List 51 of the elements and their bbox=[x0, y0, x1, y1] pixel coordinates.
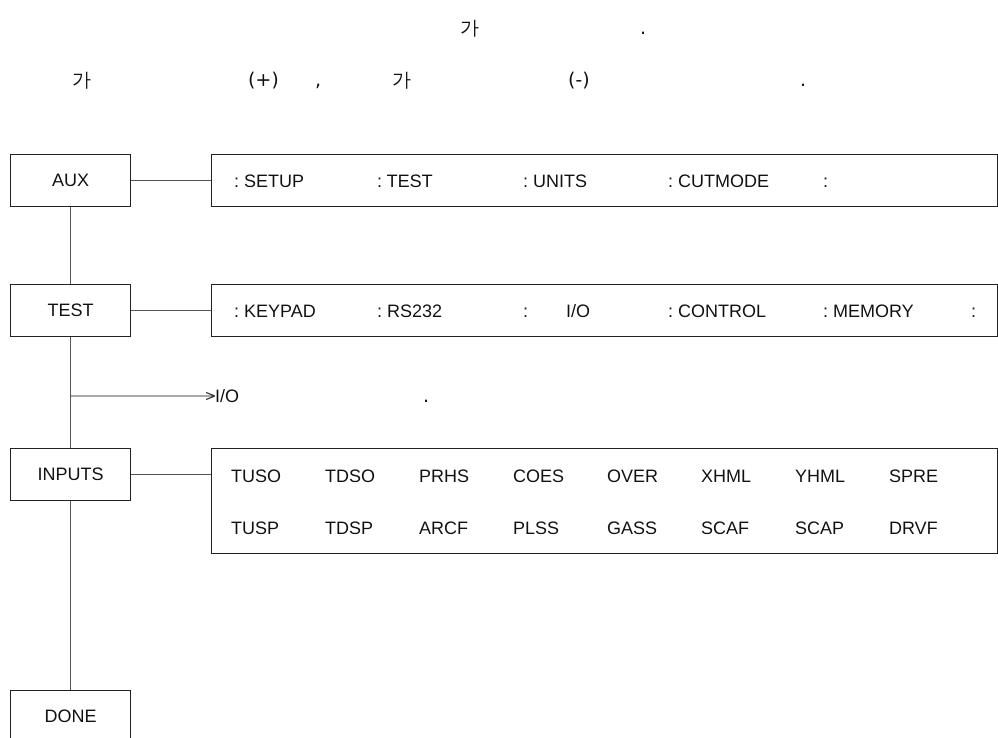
heading-text: . bbox=[800, 69, 806, 91]
key-box: AUX bbox=[10, 154, 131, 207]
menu-item: : MEMORY bbox=[823, 300, 914, 320]
heading-text: . bbox=[423, 385, 430, 407]
signal-name: XHML bbox=[701, 466, 752, 486]
menu-item: : bbox=[823, 170, 828, 190]
signal-name: GASS bbox=[607, 518, 658, 538]
signal-name: PRHS bbox=[419, 466, 470, 486]
connector-line bbox=[70, 500, 71, 690]
note-text: I/O bbox=[215, 384, 265, 408]
menu-item: : TEST bbox=[377, 170, 433, 190]
menu-item: I/O bbox=[566, 300, 590, 320]
heading-text: 가 bbox=[392, 69, 411, 91]
signal-name: PLSS bbox=[513, 518, 560, 538]
connector-line bbox=[70, 336, 71, 448]
signal-name: OVER bbox=[607, 466, 658, 486]
connector-line bbox=[130, 310, 212, 311]
key-box: TEST bbox=[10, 284, 131, 337]
signal-name: SCAP bbox=[795, 518, 844, 538]
signal-name: SPRE bbox=[889, 466, 938, 486]
heading-text: , bbox=[315, 69, 322, 91]
signal-name: TUSO bbox=[231, 466, 282, 486]
signal-name: ARCF bbox=[419, 518, 468, 538]
heading-text: 가 bbox=[72, 69, 91, 91]
menu-item: : SETUP bbox=[234, 170, 304, 190]
menu-item: : bbox=[523, 300, 528, 320]
connector-line bbox=[130, 180, 212, 181]
signal-name: TDSP bbox=[325, 518, 374, 538]
signal-name: COES bbox=[513, 466, 564, 486]
menu-item: : KEYPAD bbox=[234, 300, 316, 320]
heading-text: (-) bbox=[568, 69, 590, 91]
key-box: DONE bbox=[10, 690, 131, 738]
heading-text: . bbox=[640, 17, 646, 39]
menu-item: : UNITS bbox=[523, 170, 588, 190]
signal-name: DRVF bbox=[889, 518, 938, 538]
connector-line bbox=[130, 474, 212, 475]
signal-table bbox=[211, 448, 998, 554]
connector-line bbox=[70, 206, 71, 284]
menu-box bbox=[211, 154, 998, 207]
menu-item: : CONTROL bbox=[668, 300, 766, 320]
signal-name: YHML bbox=[795, 466, 846, 486]
menu-item: : bbox=[971, 300, 976, 320]
menu-box bbox=[211, 284, 998, 337]
menu-item: : RS232 bbox=[377, 300, 442, 320]
heading-text: (+) bbox=[248, 69, 279, 91]
heading-text: 가 bbox=[460, 17, 479, 39]
menu-item: : CUTMODE bbox=[668, 170, 769, 190]
signal-name: SCAF bbox=[701, 518, 750, 538]
key-box: INPUTS bbox=[10, 448, 131, 501]
signal-name: TDSO bbox=[325, 466, 376, 486]
signal-name: TUSP bbox=[231, 518, 280, 538]
